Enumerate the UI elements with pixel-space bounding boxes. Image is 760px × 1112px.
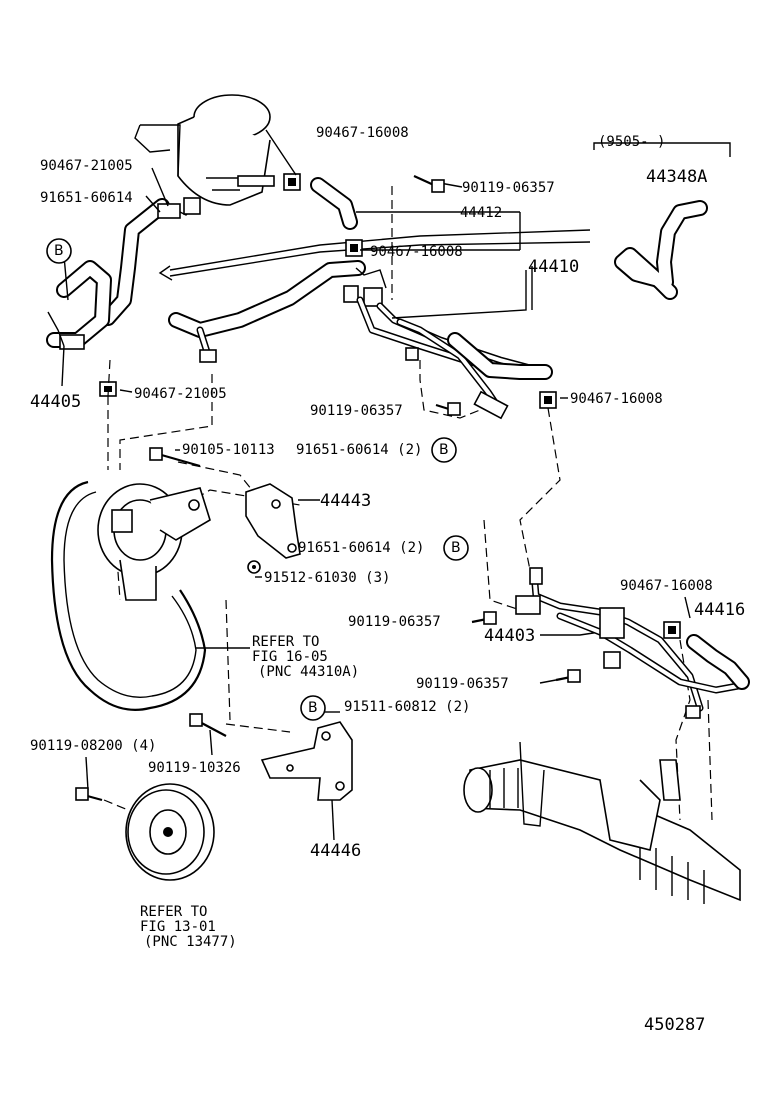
clamp-right [539, 391, 557, 409]
b-marker-2 [431, 437, 457, 463]
label-44446: 44446 [310, 841, 362, 861]
label-refer-13-01-line1: REFER TO [140, 904, 208, 920]
hose-44416 [686, 634, 750, 690]
label-90119-06357-low2: 90119-06357 [416, 676, 509, 692]
label-refer-13-01-line3: (PNC 13477) [144, 934, 237, 950]
power-steering-pump [97, 483, 211, 601]
label-91651-60614-2a: 91651-60614 (2) [296, 442, 423, 458]
label-90467-16008-right: 90467-16008 [570, 391, 663, 407]
label-44410: 44410 [528, 257, 580, 277]
b-marker-letter-3: B [451, 540, 461, 556]
b-marker-letter-2: B [439, 442, 449, 458]
label-90119-06357-top: 90119-06357 [462, 180, 555, 196]
label-90467-16008-mid: 90467-16008 [370, 244, 463, 260]
bracket-44443 [245, 483, 301, 559]
hose-44412-lower [447, 332, 553, 380]
clamp-top [283, 173, 301, 191]
direction-arrow [158, 229, 591, 281]
b-marker-letter-1: B [54, 243, 64, 259]
label-44348A: 44348A [646, 167, 708, 187]
label-date-range: (9505- ) [598, 134, 666, 150]
date-bracket [593, 142, 731, 157]
hose-44412 [310, 177, 358, 230]
label-90467-21005-top: 90467-21005 [40, 158, 133, 174]
label-90467-16008-low: 90467-16008 [620, 578, 713, 594]
drive-belt [50, 480, 207, 711]
label-90105-10113: 90105-10113 [182, 442, 275, 458]
label-90119-10326: 90119-10326 [148, 760, 241, 776]
b-marker-1 [46, 238, 72, 264]
b-marker-3 [443, 535, 469, 561]
figure-id: 450287 [644, 1015, 706, 1035]
clamp-low [663, 621, 681, 639]
label-refer-16-05-line1: REFER TO [252, 634, 320, 650]
label-refer-13-01-line2: FIG 13-01 [140, 919, 216, 935]
hose-44405 [46, 260, 112, 350]
bolt-90119-10326 [189, 713, 227, 737]
bolt-90119-06357-low2 [555, 669, 581, 683]
label-91651-60614-2b: 91651-60614 (2) [298, 540, 425, 556]
label-44443: 44443 [320, 491, 372, 511]
bolt-90119-06357-mid [435, 402, 461, 416]
label-refer-16-05-line2: FIG 16-05 [252, 649, 328, 665]
label-90467-16008-top: 90467-16008 [316, 125, 409, 141]
reservoir-tank [134, 94, 275, 216]
bracket-44446 [260, 721, 353, 801]
nut-91512-61030 [247, 560, 261, 574]
b-marker-letter-4: B [308, 700, 318, 716]
steering-gear [463, 741, 741, 904]
leader-lines [61, 129, 691, 841]
label-44405: 44405 [30, 392, 82, 412]
bolt-90119-06357-top [413, 174, 445, 193]
clamp-mid [345, 239, 363, 257]
label-90467-21005-mid: 90467-21005 [134, 386, 227, 402]
label-refer-16-05-line3: (PNC 44310A) [258, 664, 360, 680]
return-hose-left [100, 197, 201, 326]
bolt-90119-06357-low1 [471, 611, 497, 625]
dashed-lines [103, 186, 713, 821]
hose-44348A [614, 200, 708, 300]
b-marker-4 [300, 695, 326, 721]
tube-44403 [515, 567, 742, 719]
label-44416: 44416 [694, 600, 746, 620]
label-91512-61030: 91512-61030 (3) [264, 570, 391, 586]
label-44403: 44403 [484, 626, 536, 646]
label-90119-06357-mid: 90119-06357 [310, 403, 403, 419]
bolt-90119-08200 [75, 787, 103, 802]
label-90119-08200: 90119-08200 (4) [30, 738, 157, 754]
crank-pulley [125, 783, 215, 881]
hose-44410 [168, 260, 549, 420]
label-44412: 44412 [460, 205, 503, 221]
label-91651-60614-top: 91651-60614 [40, 190, 133, 206]
bolt-90105-10113 [149, 447, 201, 468]
label-90119-06357-low1: 90119-06357 [348, 614, 441, 630]
label-91511-60812: 91511-60812 (2) [344, 699, 471, 715]
